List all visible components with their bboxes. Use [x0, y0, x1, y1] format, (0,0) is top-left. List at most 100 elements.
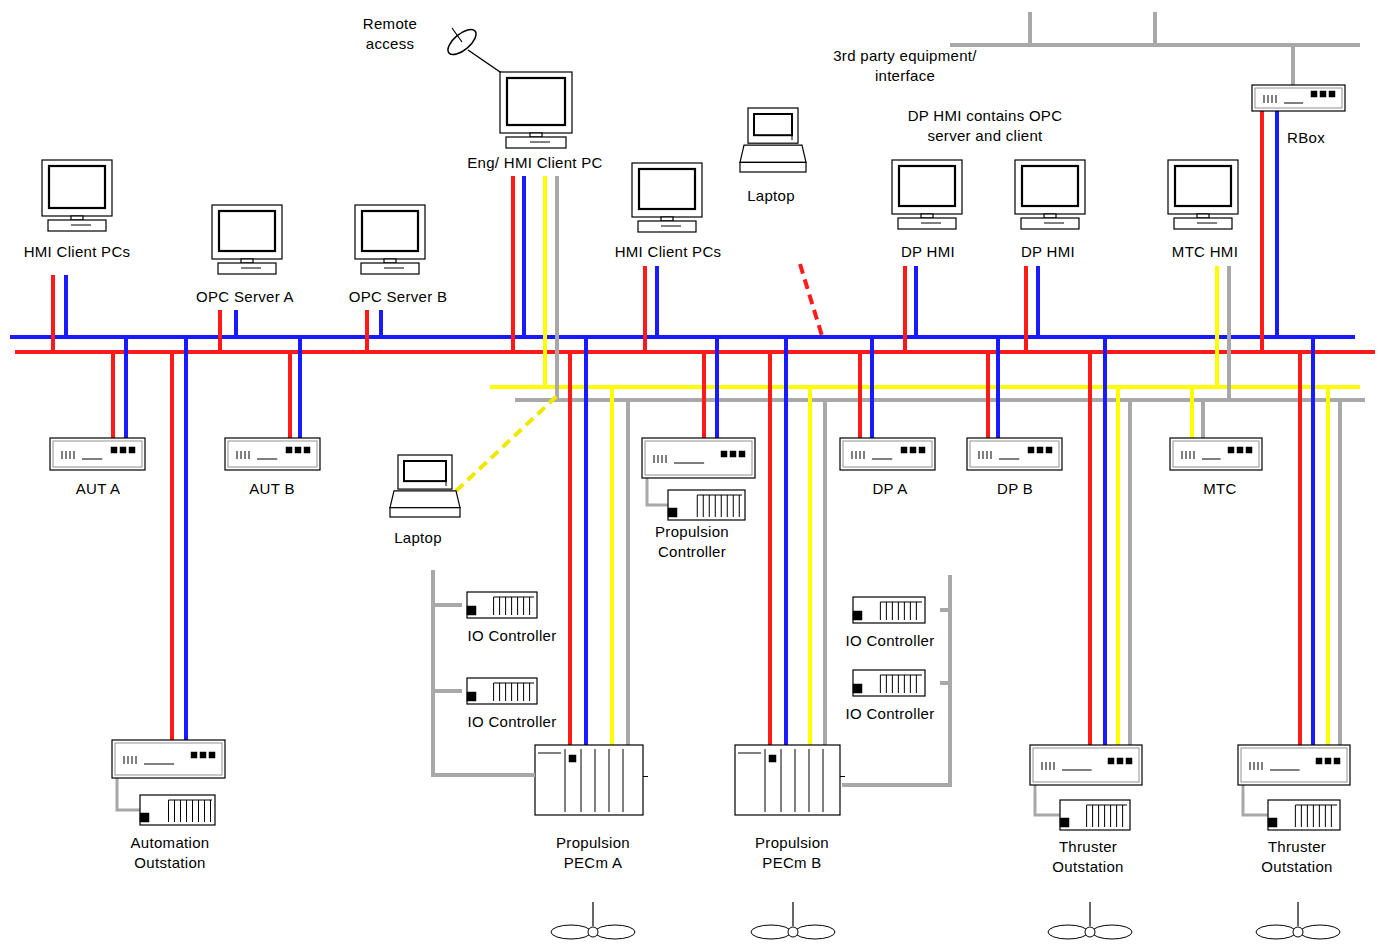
icon-detail — [581, 749, 582, 812]
plc-cpu — [467, 606, 476, 615]
monitor-case — [355, 205, 425, 259]
switch-led — [721, 451, 727, 457]
icon-detail — [186, 800, 187, 822]
switch-led — [304, 447, 310, 453]
icon-detail — [983, 451, 984, 459]
pc-icon — [632, 163, 702, 232]
network-drop — [643, 266, 647, 352]
switch-led — [111, 447, 117, 453]
icon-detail — [715, 495, 716, 517]
pc-base — [1174, 218, 1232, 229]
pc-base — [506, 137, 566, 148]
switch-icon — [225, 438, 320, 470]
icon-detail — [916, 675, 917, 693]
laptop-keyboard — [740, 145, 806, 162]
device-label: DP HMI — [888, 242, 968, 262]
device-label: MTC — [1190, 479, 1250, 499]
plc-icon — [1060, 800, 1130, 830]
pc-base — [48, 220, 106, 231]
propeller-symbol — [1256, 902, 1340, 939]
icon-detail — [1104, 805, 1105, 827]
network-drop — [543, 176, 547, 387]
switch-case — [1252, 85, 1345, 111]
monitor-screen — [1022, 166, 1078, 206]
icon-detail — [880, 602, 922, 603]
switch-led — [1046, 447, 1052, 453]
switch-icon — [840, 438, 935, 470]
icon-detail — [494, 683, 534, 684]
plc-icon — [1268, 800, 1340, 830]
icon-detail — [872, 459, 892, 460]
icon-detail — [1087, 805, 1127, 806]
monitor-screen — [899, 166, 955, 206]
device-node: OPC Server B — [343, 205, 453, 307]
icon-detail — [809, 749, 810, 812]
switch-led — [1237, 447, 1243, 453]
propeller-hub — [1293, 927, 1303, 937]
icon-detail — [74, 451, 75, 459]
pc-base — [1021, 218, 1079, 229]
label-holder: 3rd party equipment/ interface — [830, 46, 980, 85]
laptop-base — [390, 508, 460, 517]
network-drop — [1088, 352, 1092, 745]
icon-detail — [733, 495, 734, 517]
network-drop — [1227, 266, 1231, 400]
io-bus-connector — [842, 683, 950, 785]
icon-detail — [609, 749, 610, 812]
monitor-screen — [639, 169, 695, 209]
device-node: Laptop — [383, 455, 460, 548]
switch-icon — [1238, 745, 1350, 785]
switch-icon — [50, 438, 145, 470]
device-label: DP A — [855, 479, 925, 499]
device-node: RBox — [1252, 85, 1345, 148]
network-drop — [124, 337, 128, 438]
icon-detail — [565, 749, 566, 812]
icon-detail — [1254, 762, 1255, 770]
dish-mast — [468, 50, 503, 74]
icon-detail — [1284, 103, 1303, 104]
monitor-stand — [241, 259, 253, 263]
icon-detail — [1086, 805, 1087, 827]
icon-detail — [898, 675, 899, 693]
rack-icon — [735, 745, 845, 815]
icon-detail — [124, 756, 125, 764]
device-node: Thruster Outstation — [1030, 745, 1142, 876]
device-label: AUT A — [63, 479, 133, 499]
propeller-hub — [588, 927, 598, 937]
icon-detail — [904, 675, 905, 693]
icon-detail — [1044, 223, 1064, 224]
device-label: HMI Client PCs — [603, 242, 733, 262]
switch-led — [1108, 758, 1114, 764]
icon-detail — [384, 268, 404, 269]
wireless-link — [456, 393, 560, 491]
icon-detail — [1258, 762, 1259, 770]
plc-cpu — [853, 611, 862, 620]
icon-detail — [1313, 805, 1314, 827]
plc-cpu — [140, 813, 149, 822]
switch-led — [209, 752, 215, 758]
icon-detail — [132, 756, 133, 764]
network-drop — [111, 352, 115, 438]
switch-led — [120, 447, 126, 453]
laptop-screen — [404, 461, 446, 481]
icon-detail — [721, 495, 722, 517]
network-drop — [298, 337, 302, 438]
device-label: OPC Server B — [343, 287, 453, 307]
dish-feed — [452, 28, 462, 42]
switch-icon — [1030, 745, 1142, 785]
icon-detail — [1264, 95, 1265, 103]
switch-icon — [1170, 438, 1262, 470]
icon-detail — [987, 451, 988, 459]
propeller-symbol — [1048, 902, 1132, 939]
icon-detail — [1307, 805, 1308, 827]
icon-detail — [198, 800, 199, 822]
network-bus — [10, 335, 1355, 339]
monitor-screen — [507, 78, 565, 125]
satellite-dish — [444, 25, 480, 59]
device-label: MTC HMI — [1160, 242, 1250, 262]
propeller-blade — [751, 925, 791, 939]
switch-case — [967, 438, 1062, 470]
rack-case — [735, 745, 840, 815]
propeller-blade — [1048, 925, 1088, 939]
network-drop — [379, 310, 383, 337]
